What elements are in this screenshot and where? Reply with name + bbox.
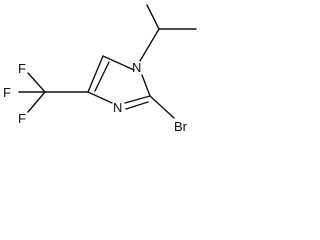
bond-n1-ch: [139, 28, 160, 62]
bond-c4-n3: [87, 91, 113, 104]
bond-n3-c2-double: [125, 101, 149, 110]
atom-label-f-bottom: F: [18, 111, 26, 126]
atom-label-n3: N: [113, 100, 122, 115]
isopropyl-group: [139, 4, 197, 62]
trifluoromethyl-group: [18, 72, 89, 113]
bond-n1-c5: [102, 55, 135, 71]
atom-label-n1: N: [132, 60, 141, 75]
bond-ch-ch3-left: [146, 4, 160, 30]
chemical-structure: N N Br F F F: [3, 4, 197, 134]
bond-c5-c4: [87, 55, 104, 93]
bond-c5-c4-double: [94, 61, 110, 92]
atom-label-br: Br: [174, 119, 188, 134]
bond-c2-br: [149, 95, 175, 119]
atom-label-f-top: F: [18, 61, 26, 76]
atom-label-f-left: F: [3, 85, 11, 100]
bond-c2-n1: [141, 74, 151, 97]
bond-cf3-f-bottom: [27, 91, 46, 113]
bond-cf3-f-top: [27, 72, 46, 93]
imidazole-ring: [87, 55, 151, 110]
bond-n3-c2: [124, 95, 151, 104]
